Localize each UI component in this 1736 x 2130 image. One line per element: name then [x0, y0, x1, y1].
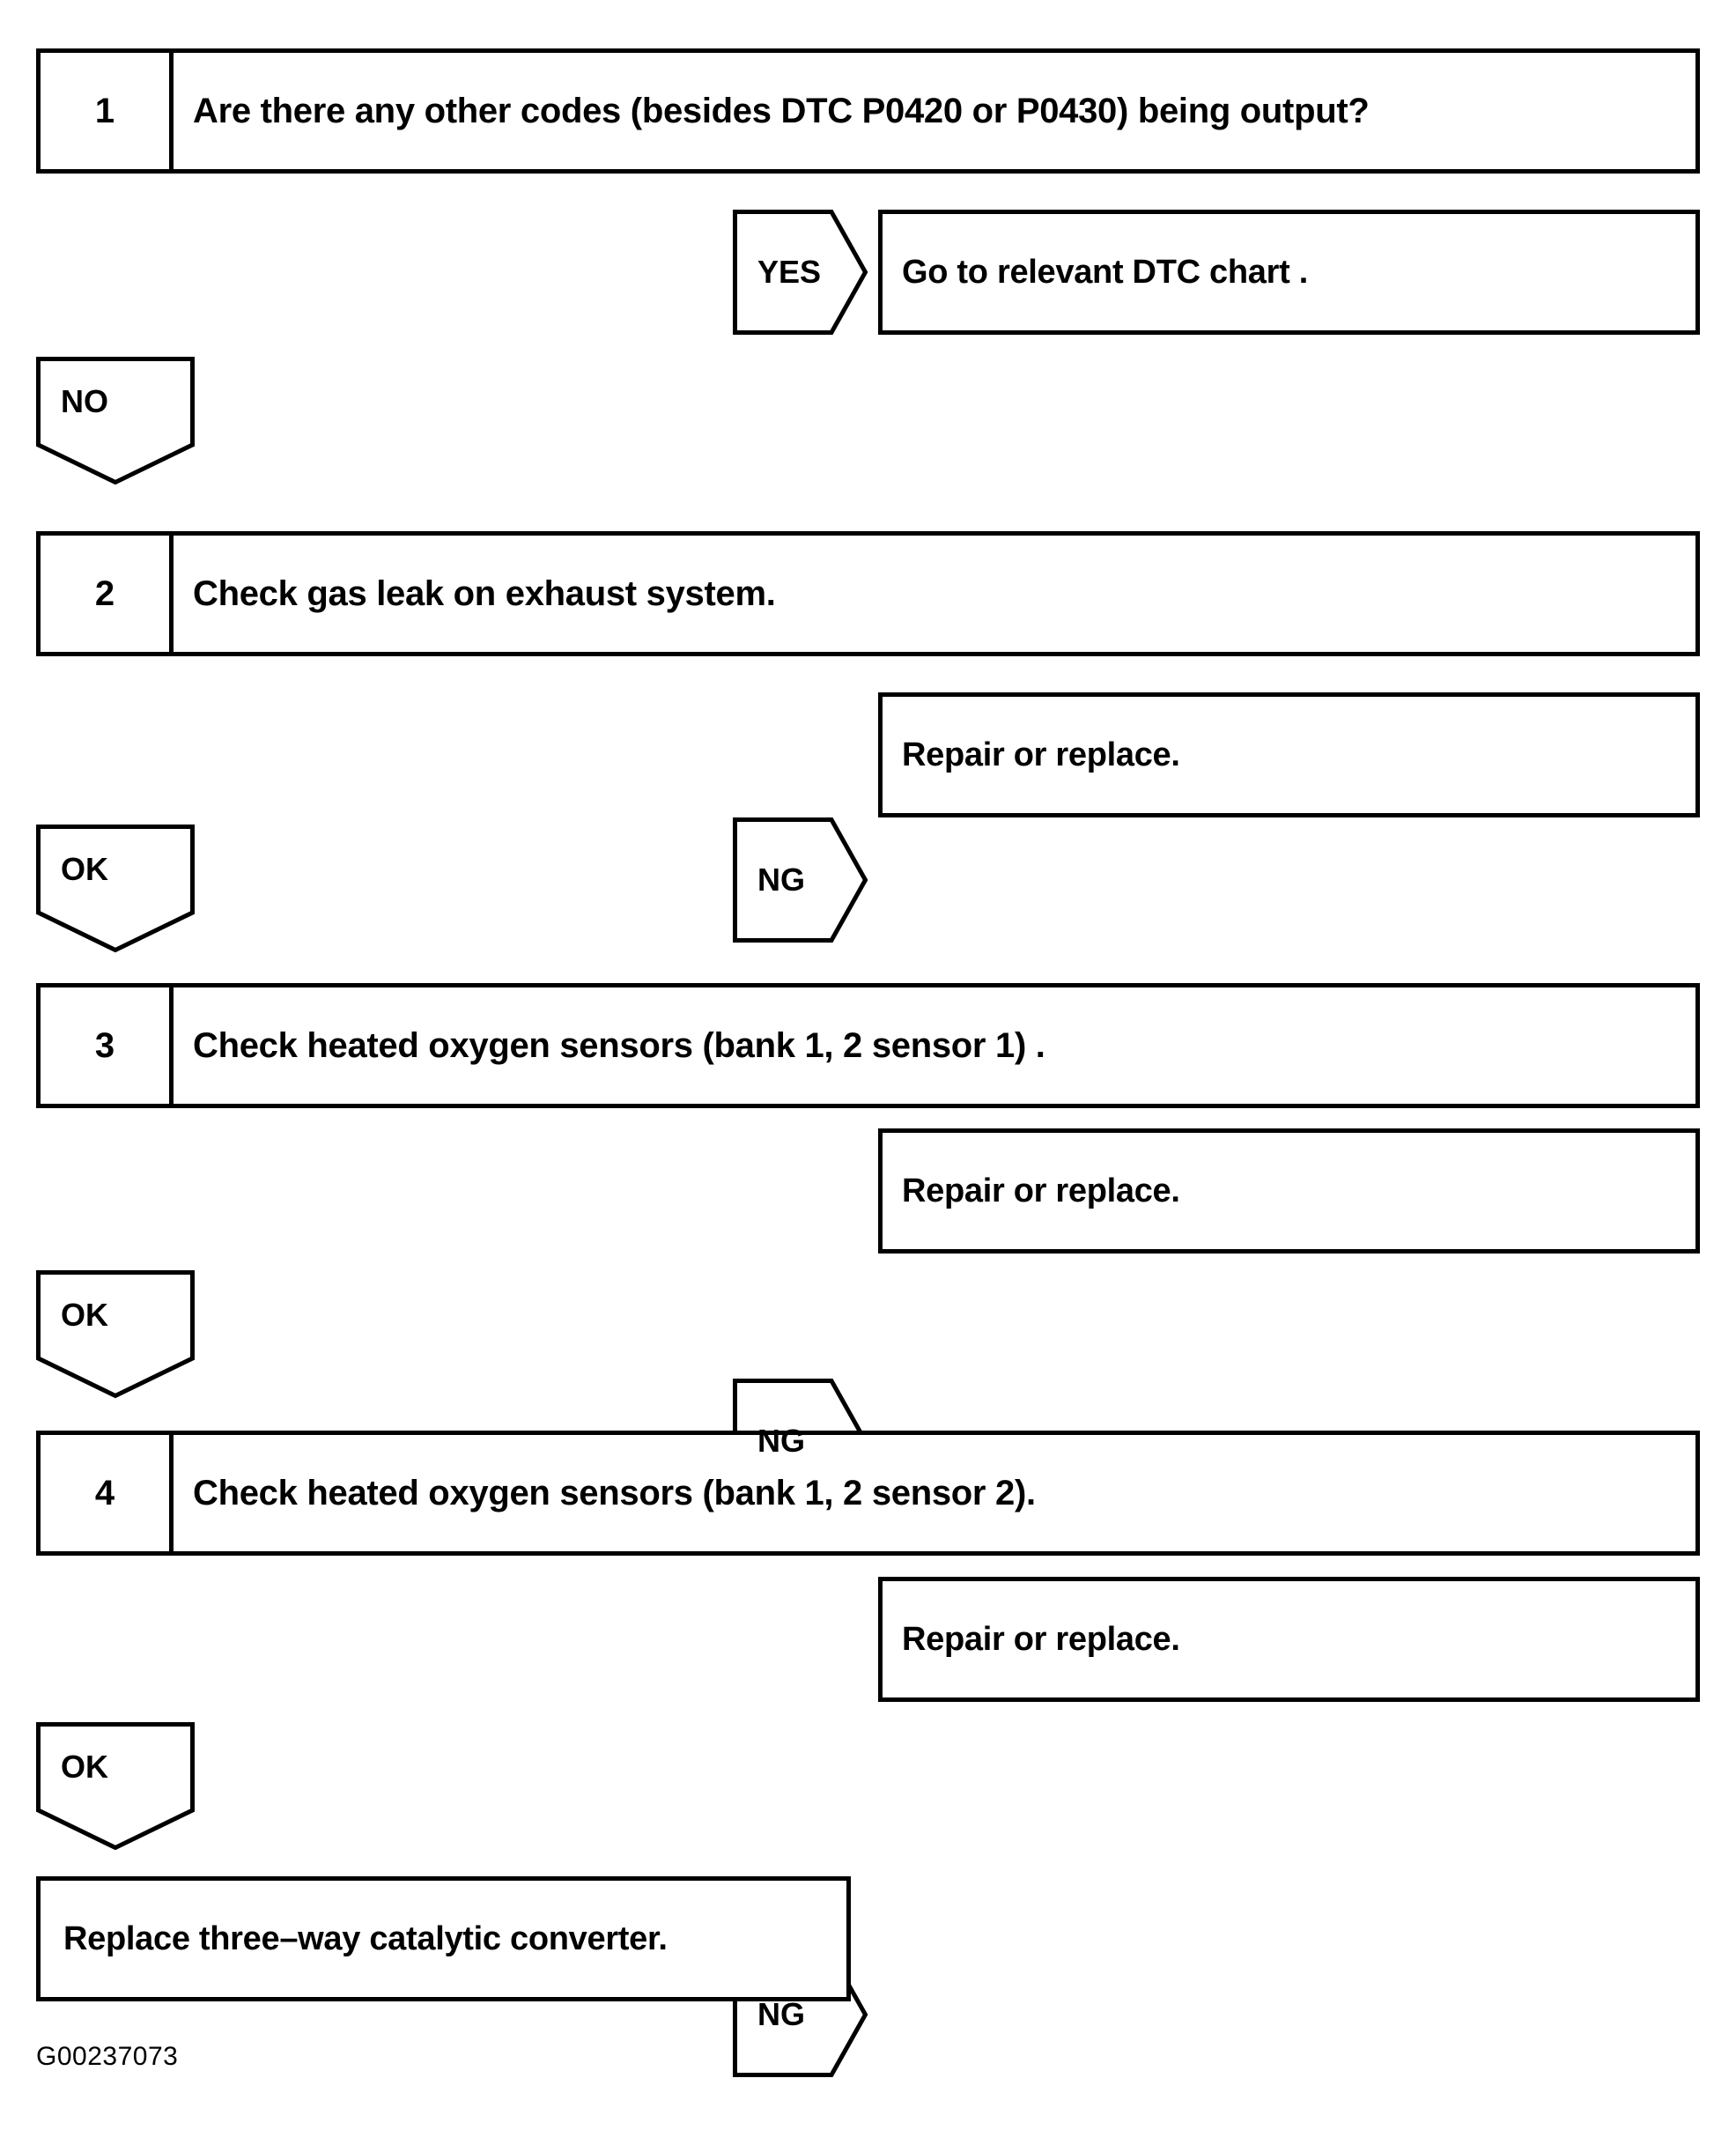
- continue-pentagon-no-1: NO: [36, 357, 195, 485]
- branch-chevron-yes-1: YES: [733, 210, 868, 335]
- step-box-4: 4 Check heated oxygen sensors (bank 1, 2…: [36, 1431, 1700, 1556]
- pentagon-down-outline-icon: [36, 357, 195, 485]
- step-text-4: Check heated oxygen sensors (bank 1, 2 s…: [193, 1473, 1036, 1512]
- branch-result-box-1: Go to relevant DTC chart .: [878, 210, 1700, 335]
- pentagon-down-outline-icon: [36, 825, 195, 953]
- continue-pentagon-ok-2: OK: [36, 825, 195, 953]
- branch-label-yes-1: YES: [757, 254, 822, 290]
- branch-result-box-4: Repair or replace.: [878, 1577, 1700, 1702]
- chevron-outline-icon: [733, 210, 868, 335]
- pentagon-down-outline-icon: [36, 1722, 195, 1851]
- step-number-3: 3: [41, 987, 174, 1104]
- branch-chevron-ng-2: NG: [733, 817, 868, 943]
- continue-label-ok-2: OK: [61, 851, 108, 887]
- continue-label-ok-3: OK: [61, 1297, 108, 1333]
- branch-result-box-2: Repair or replace.: [878, 692, 1700, 817]
- branch-label-ng-3: NG: [757, 1423, 805, 1459]
- step-number-1: 1: [41, 53, 174, 169]
- step-box-1: 1 Are there any other codes (besides DTC…: [36, 48, 1700, 174]
- step-number-4: 4: [41, 1435, 174, 1551]
- continue-pentagon-ok-3: OK: [36, 1270, 195, 1399]
- step-text-1: Are there any other codes (besides DTC P…: [193, 91, 1370, 130]
- step-box-3: 3 Check heated oxygen sensors (bank 1, 2…: [36, 983, 1700, 1108]
- step-text-3: Check heated oxygen sensors (bank 1, 2 s…: [193, 1025, 1045, 1065]
- branch-result-box-3: Repair or replace.: [878, 1128, 1700, 1254]
- branch-label-ng-2: NG: [757, 862, 805, 898]
- continue-label-no-1: NO: [61, 383, 108, 419]
- pentagon-down-outline-icon: [36, 1270, 195, 1399]
- step-text-2: Check gas leak on exhaust system.: [193, 573, 776, 613]
- final-action-box: Replace three–way catalytic converter.: [36, 1876, 851, 2001]
- step-box-2: 2 Check gas leak on exhaust system.: [36, 531, 1700, 656]
- figure-id-label: G00237073: [36, 2042, 179, 2071]
- continue-pentagon-ok-4: OK: [36, 1722, 195, 1851]
- continue-label-ok-4: OK: [61, 1749, 108, 1785]
- branch-label-ng-4: NG: [757, 1996, 805, 2032]
- step-number-2: 2: [41, 536, 174, 652]
- chevron-outline-icon: [733, 817, 868, 943]
